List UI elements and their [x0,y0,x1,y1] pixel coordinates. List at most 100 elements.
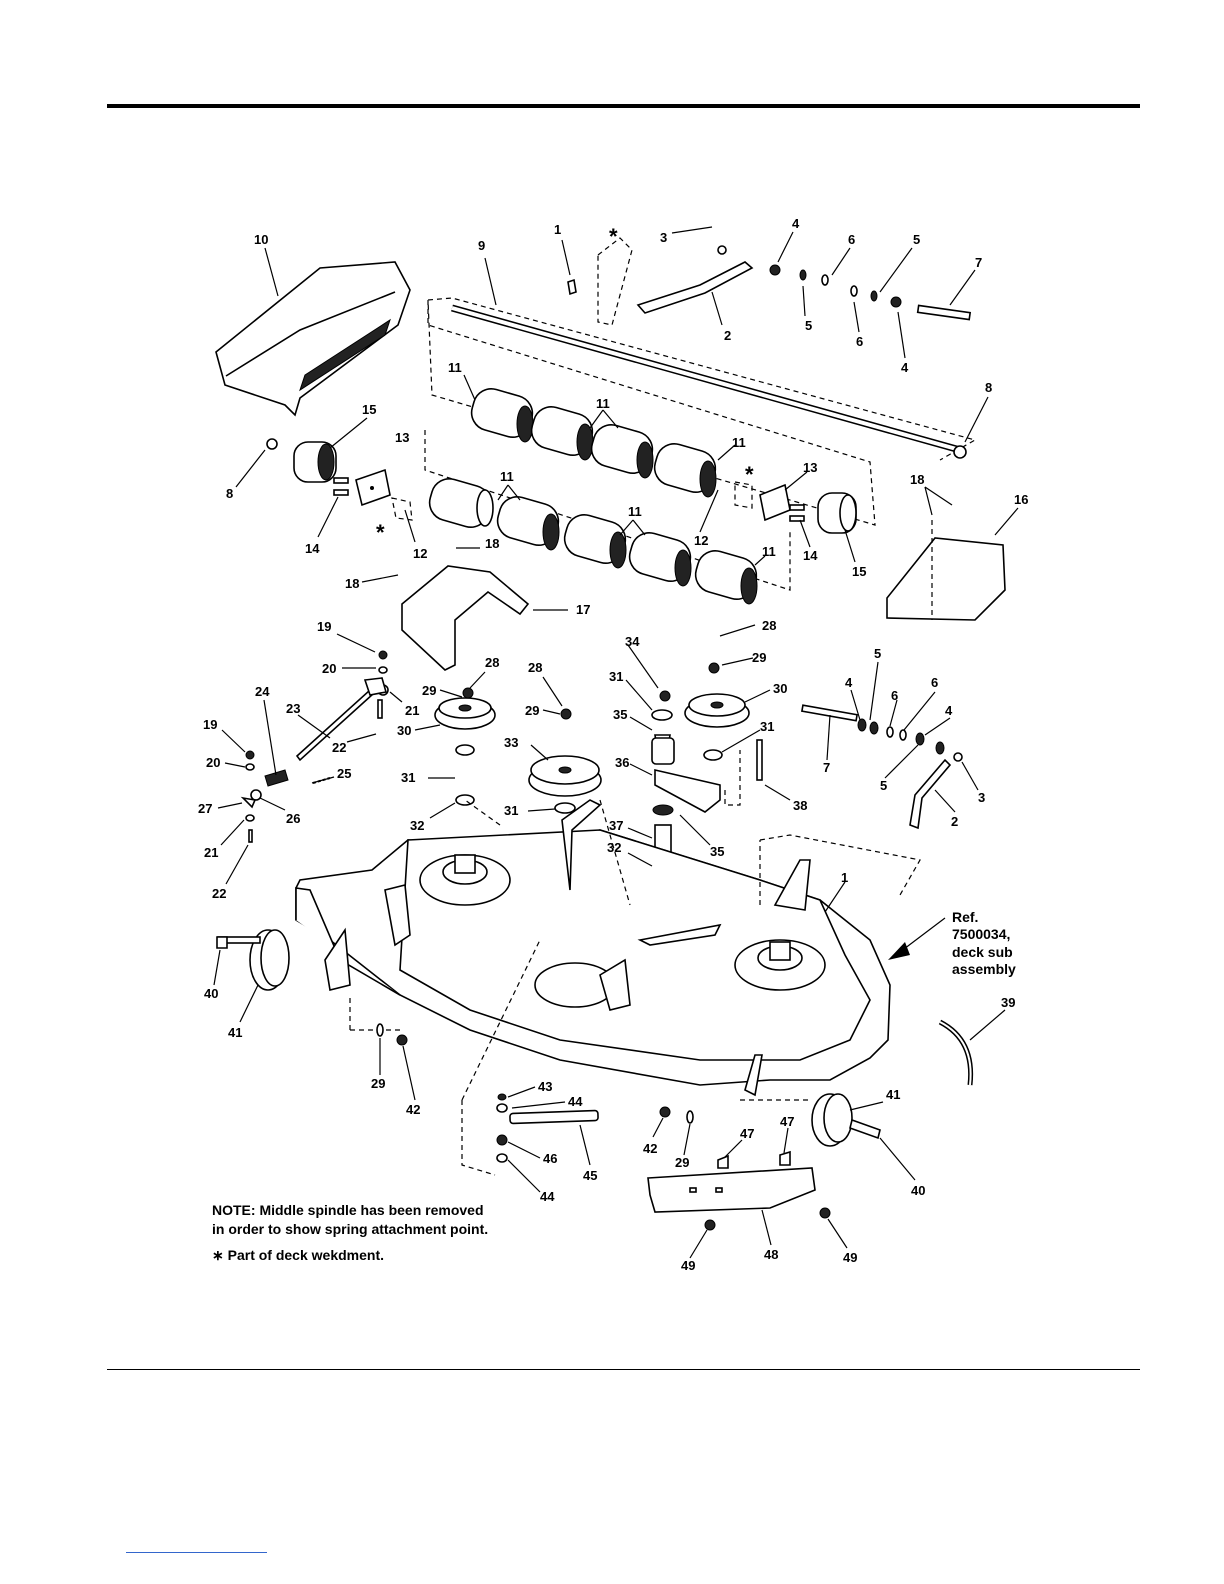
callout-label: 19 [203,717,217,732]
callout-label: 28 [528,660,542,675]
callout-label: 31 [609,669,623,684]
callout-label: 11 [732,435,746,450]
callout-label: 10 [254,232,268,247]
callout-label: 49 [681,1258,695,1273]
callout-label: 21 [204,845,218,860]
callout-label: 21 [405,703,419,718]
callout-label: 47 [780,1114,794,1129]
roller-row-lower [428,478,758,605]
callout-label: 2 [724,328,731,343]
callout-label: 28 [485,655,499,670]
callout-label: 11 [500,469,514,484]
callout-label: 7 [823,760,830,775]
callout-label: 1 [554,222,561,237]
roller [628,532,692,587]
callout-label: 42 [406,1102,420,1117]
end-wheel-right-15 [817,492,857,534]
roller-rod-part-9 [451,304,961,454]
callout-label: 29 [675,1155,689,1170]
callout-label: 5 [913,232,920,247]
bottom-hardware [216,936,791,1169]
callout-label: 40 [911,1183,925,1198]
callout-label: 32 [607,840,621,855]
callout-label: 43 [538,1079,552,1094]
callout-label: 9 [478,238,485,253]
callout-label: 39 [1001,995,1015,1010]
ref-line-2: 7500034, [952,926,1010,942]
callout-label: 41 [886,1087,900,1102]
callout-label: * [745,462,754,487]
callout-label: * [609,224,618,249]
callout-label: 32 [410,818,424,833]
note-line-2: in order to show spring attachment point… [212,1221,488,1237]
ref-arrow [888,917,946,960]
ref-line-4: assembly [952,961,1016,977]
callout-label: 11 [628,504,642,519]
footer-rule [107,1369,1140,1370]
callout-label: 13 [803,460,817,475]
ref-line-3: deck sub [952,944,1013,960]
roller [590,424,654,479]
roller [496,496,560,551]
nut-49-left [704,1219,716,1231]
callout-label: 11 [762,544,776,559]
wheel-left-41 [217,929,290,991]
callout-label: 13 [395,430,409,445]
callout-labels: 10 9 1 * 3 2 4 5 6 6 5 4 7 11 11 11 8 15… [198,216,1028,1273]
ref-label: Ref. 7500034, deck sub assembly [952,909,1016,977]
note-star-line: ∗ Part of deck wekdment. [212,1247,384,1263]
bolts-left-14 [333,477,349,496]
callout-label: 15 [362,402,376,417]
callout-label: 22 [332,740,346,755]
callout-label: 23 [286,701,300,716]
callout-label: 17 [576,602,590,617]
callout-label: 38 [793,798,807,813]
roller [428,478,494,528]
callout-label: 42 [643,1141,657,1156]
roller [694,550,758,605]
callout-label: 4 [901,360,909,375]
callout-label: 48 [764,1247,778,1262]
callout-label: 24 [255,684,270,699]
callout-label: 27 [198,801,212,816]
callout-label: 47 [740,1126,754,1141]
callout-label: 7 [975,255,982,270]
callout-label: 14 [305,541,320,556]
callout-label: 12 [694,533,708,548]
callout-label: 5 [880,778,887,793]
callout-label: 45 [583,1168,597,1183]
baffle-part-17 [401,565,530,671]
idler-arm-36 [651,737,763,862]
leader-lines [213,226,1019,1259]
callout-label: 8 [226,486,233,501]
small-hardware-middle [455,662,723,875]
callout-label: 40 [204,986,218,1001]
washer-left-8 [266,438,278,450]
callout-label: 34 [625,634,640,649]
callout-label: 5 [874,646,881,661]
right-side-hardware [800,704,963,830]
callout-label: 14 [803,548,818,563]
callout-label: 35 [710,844,724,859]
roller [530,406,594,461]
callout-label: 16 [1014,492,1028,507]
arm-part-2-top [636,245,754,314]
rear-shield-part-10 [215,261,411,417]
callout-label: 2 [951,814,958,829]
roller [470,388,534,443]
header-rule [107,104,1140,108]
callout-label: 29 [371,1076,385,1091]
footer-link-underline[interactable] [126,1552,267,1553]
callout-label: 19 [317,619,331,634]
roller [563,514,627,569]
callout-label: 8 [985,380,992,395]
callout-label: 33 [504,735,518,750]
callout-label: 26 [286,811,300,826]
callout-label: 36 [615,755,629,770]
nut-49-right [819,1207,831,1219]
anti-scalp-plate-48 [647,1167,816,1213]
side-chute-part-16 [886,520,1006,621]
mower-deck-housing [295,750,921,1176]
washer-right-8 [953,445,967,459]
